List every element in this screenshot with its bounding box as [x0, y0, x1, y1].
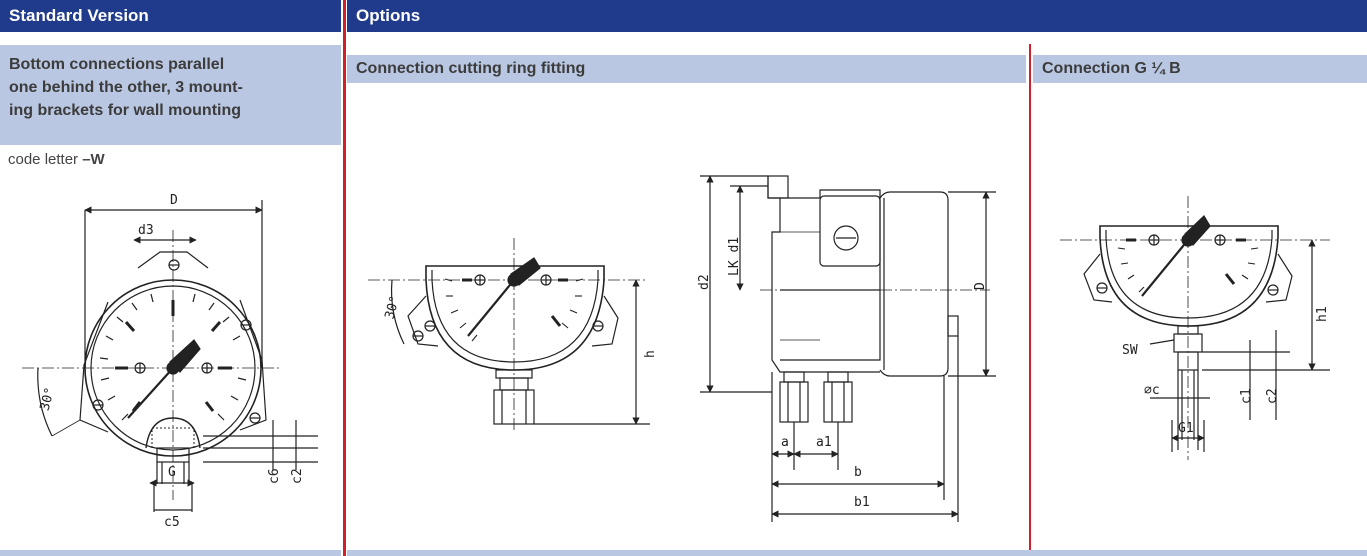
g14b-drawing [1060, 196, 1330, 460]
standard-subheader: Bottom connections parallel one behind t… [0, 45, 341, 145]
label-LK-d1: LK d1 [727, 237, 742, 276]
label-h1: h1 [1315, 306, 1330, 322]
label-h: h [643, 350, 658, 358]
label-G: G [168, 465, 176, 480]
standard-footer-bar [0, 550, 341, 556]
g14b-subheader: Connection G ¼ B [1033, 55, 1367, 83]
options-footer-bar [347, 550, 1367, 556]
label-D: D [170, 193, 178, 208]
label-phi-c: ⌀c [1144, 383, 1160, 398]
options-header: Options [347, 0, 1367, 32]
label-30deg: 30° [38, 386, 59, 413]
label-c2-g: c2 [1265, 388, 1280, 404]
label-a: a [781, 435, 789, 450]
standard-version-header: Standard Version [0, 0, 341, 32]
label-D-side: D [973, 282, 988, 290]
subheader-line-1: Bottom connections parallel [9, 56, 225, 73]
label-c2: c2 [290, 468, 305, 484]
code-letter: code letter –W [8, 151, 105, 168]
label-c1: c1 [1239, 388, 1254, 404]
code-letter-value: –W [82, 151, 105, 168]
label-a1: a1 [816, 435, 832, 450]
cutting-ring-front-drawing [368, 238, 650, 430]
standard-gauge-drawing [22, 200, 318, 512]
code-letter-prefix: code letter [8, 151, 83, 168]
cutting-ring-side-drawing [700, 175, 996, 522]
subheader-line-2: one behind the other, 3 mount- [9, 79, 243, 96]
column-divider [343, 0, 346, 556]
label-b1: b1 [854, 495, 870, 510]
label-b: b [854, 465, 862, 480]
label-d3: d3 [138, 223, 154, 238]
subheader-line-3: ing brackets for wall mounting [9, 102, 242, 119]
label-d2: d2 [697, 274, 712, 290]
label-G1: G1 [1178, 421, 1194, 436]
options-divider [1029, 44, 1031, 550]
label-c6: c6 [267, 468, 282, 484]
label-SW: SW [1122, 343, 1138, 358]
label-c5: c5 [164, 515, 180, 530]
cutting-ring-subheader: Connection cutting ring fitting [347, 55, 1026, 83]
label-30deg-cutting: 30° [383, 294, 404, 321]
